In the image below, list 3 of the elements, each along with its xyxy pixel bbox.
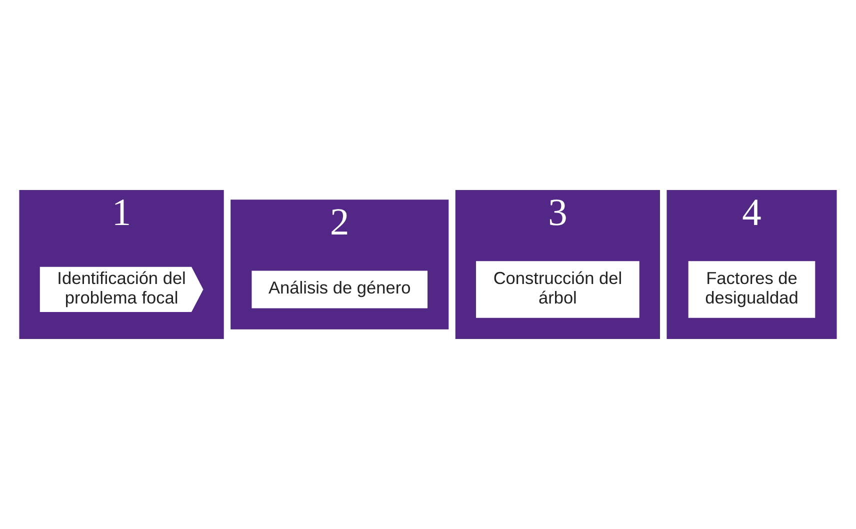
node-box: Análisis de género bbox=[252, 270, 428, 308]
node-box: Construcción del árbol bbox=[476, 261, 640, 318]
node-box: Factores de desigualdad bbox=[688, 261, 816, 318]
